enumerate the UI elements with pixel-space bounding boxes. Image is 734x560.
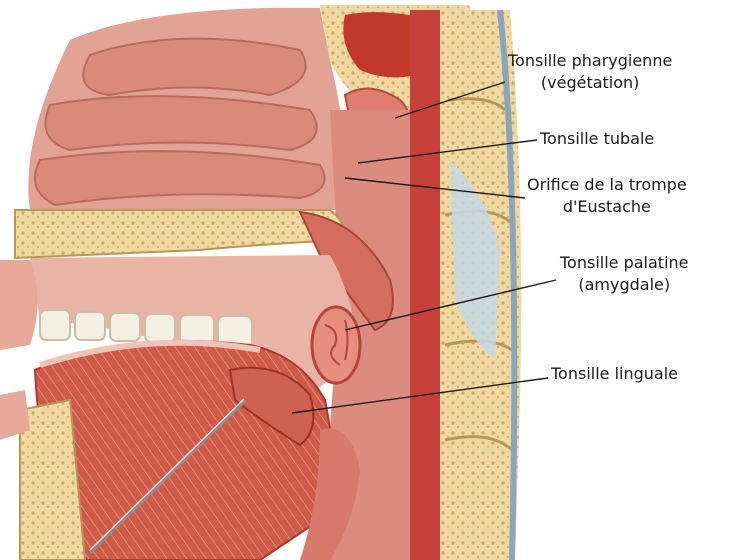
label-tubal-tonsil: Tonsille tubale	[540, 128, 654, 150]
middle-turbinate	[46, 96, 317, 150]
label-pharyngeal-line2: (végétation)	[508, 72, 672, 94]
label-orifice-line2: d'Eustache	[527, 196, 687, 218]
label-palatine-line1: Tonsille palatine	[560, 252, 689, 274]
prevertebral-band	[410, 10, 440, 560]
label-pharyngeal-tonsil: Tonsille pharygienne (végétation)	[508, 50, 672, 94]
label-orifice-line1: Orifice de la trompe	[527, 174, 687, 196]
label-tubal-text: Tonsille tubale	[540, 128, 654, 150]
label-lingual-tonsil: Tonsille linguale	[551, 363, 678, 385]
label-lingual-text: Tonsille linguale	[551, 363, 678, 385]
label-palatine-line2: (amygdale)	[560, 274, 689, 296]
label-pharyngeal-line1: Tonsille pharygienne	[508, 50, 672, 72]
superior-turbinate	[83, 39, 305, 95]
upper-lip	[0, 260, 38, 350]
hard-palate	[15, 210, 343, 258]
label-eustachian-orifice: Orifice de la trompe d'Eustache	[527, 174, 687, 218]
label-palatine-tonsil: Tonsille palatine (amygdale)	[560, 252, 689, 296]
